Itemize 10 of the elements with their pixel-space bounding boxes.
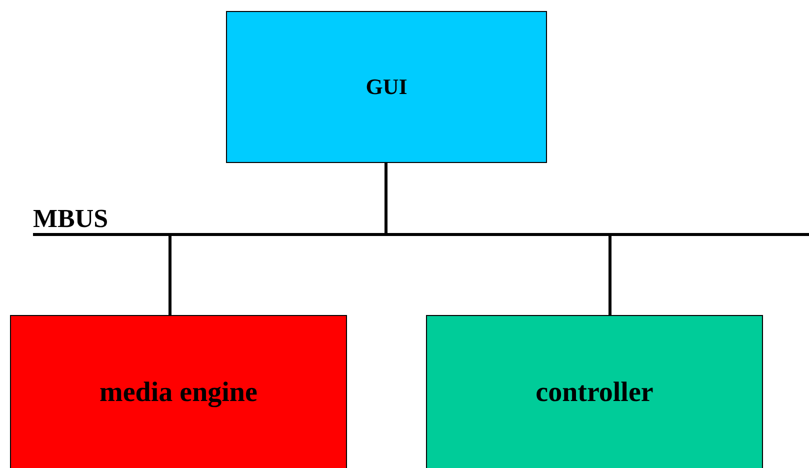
box-label: GUI xyxy=(366,74,408,100)
box-label: media engine xyxy=(100,377,258,409)
connector-line xyxy=(608,236,612,315)
box-label: controller xyxy=(536,377,654,409)
connector-line xyxy=(384,163,388,233)
component-box xyxy=(10,315,347,468)
component-box xyxy=(226,11,547,163)
bus-label: MBUS xyxy=(33,206,108,232)
connector-line xyxy=(168,236,172,315)
component-box xyxy=(426,315,763,468)
